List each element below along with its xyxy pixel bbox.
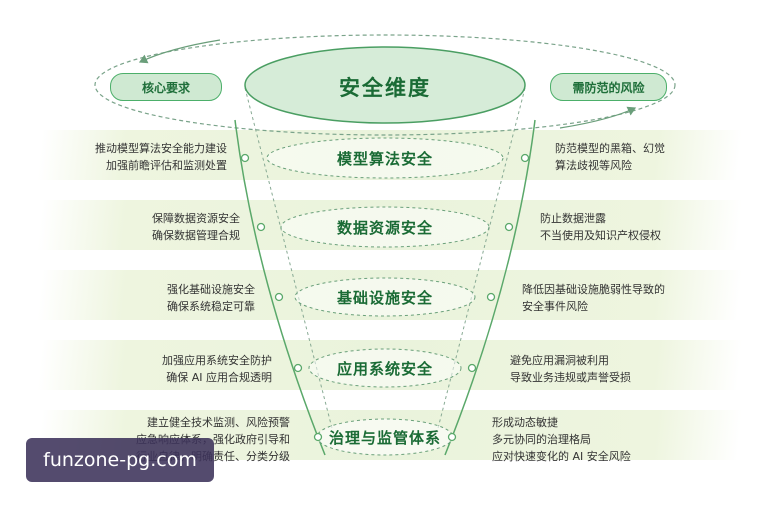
orbit-arrow-left <box>138 39 221 64</box>
layer-ellipse-4 <box>308 348 462 388</box>
risk-text-2: 防止数据泄露不当使用及知识产权侵权 <box>540 212 661 242</box>
layer-title-5: 治理与监管体系 <box>328 429 441 447</box>
risk-prevention-pill: 需防范的风险 <box>550 73 667 101</box>
requirement-text-3: 强化基础设施安全确保系统稳定可靠 <box>167 283 255 313</box>
risk-text-5: 形成动态敏捷多元协同的治理格局应对快速变化的 AI 安全风险 <box>492 416 631 463</box>
core-requirements-pill: 核心要求 <box>110 73 222 101</box>
requirement-text-2: 保障数据资源安全确保数据管理合规 <box>152 212 240 242</box>
node-right-3 <box>486 292 496 302</box>
outer-curve-right <box>444 119 536 456</box>
node-left-5 <box>313 432 323 442</box>
core-requirements-label: 核心要求 <box>141 80 190 95</box>
layer-ellipse-2 <box>280 206 490 248</box>
node-left-3 <box>274 292 284 302</box>
core-title: 安全维度 <box>339 76 431 100</box>
funnel-side-left <box>244 87 336 441</box>
layer-ellipse-1 <box>266 137 504 179</box>
layer-title-3: 基础设施安全 <box>336 289 433 307</box>
node-right-1 <box>520 153 530 163</box>
orbit-ellipse <box>94 34 676 136</box>
node-right-4 <box>467 363 477 373</box>
risk-text-3: 降低因基础设施脆弱性导致的安全事件风险 <box>522 283 665 313</box>
watermark-badge: funzone-pg.com <box>26 438 214 482</box>
risk-text-1: 防范模型的黑箱、幻觉算法歧视等风险 <box>555 142 665 172</box>
requirement-text-4: 加强应用系统安全防护确保 AI 应用合规透明 <box>162 354 272 384</box>
core-ellipse <box>244 46 526 124</box>
layer-title-2: 数据资源安全 <box>336 219 433 237</box>
node-right-5 <box>447 432 457 442</box>
watermark-text: funzone-pg.com <box>43 449 197 471</box>
layer-title-1: 模型算法安全 <box>336 150 433 168</box>
outer-curve-left <box>234 119 326 456</box>
risk-text-4: 避免应用漏洞被利用导致业务违规或声誉受损 <box>510 354 631 384</box>
layer-title-4: 应用系统安全 <box>336 360 433 378</box>
requirement-text-1: 推动模型算法安全能力建设加强前瞻评估和监测处置 <box>95 142 227 172</box>
node-left-2 <box>256 222 266 232</box>
node-right-2 <box>504 222 514 232</box>
node-left-1 <box>240 153 250 163</box>
layer-ellipse-3 <box>294 277 476 317</box>
node-left-4 <box>293 363 303 373</box>
risk-prevention-label: 需防范的风险 <box>572 80 645 95</box>
funnel-side-right <box>434 87 526 441</box>
orbit-arrow-right <box>559 106 637 129</box>
